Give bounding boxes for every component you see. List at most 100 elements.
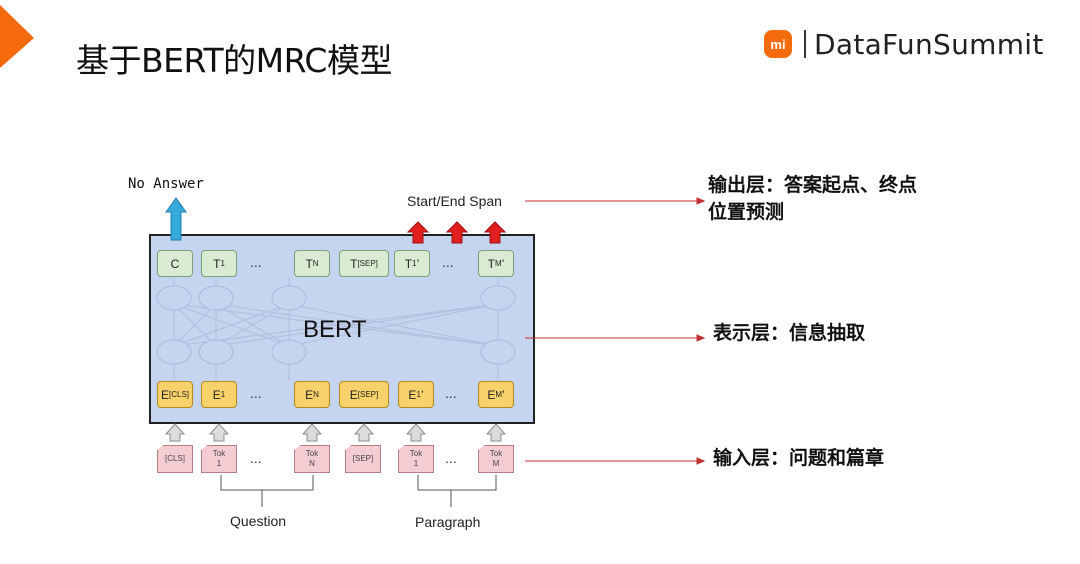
token-line: Tok [489, 449, 503, 458]
ellipsis: ... [445, 385, 457, 401]
hidden-node [156, 339, 192, 365]
bert-label: BERT [303, 316, 367, 343]
paragraph-label: Paragraph [415, 514, 481, 530]
annotation-line: 位置预测 [708, 201, 785, 223]
no-answer-arrow-icon [165, 197, 187, 241]
token-main: C [170, 256, 180, 271]
logo-text: DataFunSummit [814, 27, 1044, 61]
token-main: E [160, 387, 169, 402]
token-sub: M [495, 389, 502, 399]
token-line: Tok [409, 449, 423, 458]
input-token-tok1: Tok 1 [201, 445, 237, 473]
paragraph-bracket [417, 475, 497, 491]
token-line: [SEP] [352, 454, 374, 463]
output-token-c: C [157, 250, 193, 277]
token-sub: N [312, 258, 319, 268]
token-sub: [SEP] [357, 389, 379, 399]
token-prime: ’ [501, 256, 505, 271]
output-token-tsep: T[SEP] [339, 250, 389, 277]
token-prime: ’ [420, 387, 424, 402]
token-main: E [487, 387, 496, 402]
token-line: Tok [305, 449, 319, 458]
token-main: E [408, 387, 417, 402]
token-main: T [487, 256, 495, 271]
token-line: 1 [216, 459, 222, 468]
annotation-line: 输出层：答案起点、终点 [708, 174, 918, 196]
up-arrow-icon [208, 423, 230, 442]
embedding-token-esep: E[SEP] [339, 381, 389, 408]
hidden-node [271, 339, 307, 365]
token-main: E [349, 387, 358, 402]
token-main: T [213, 256, 221, 271]
corner-accent-triangle [0, 5, 34, 68]
token-main: E [305, 387, 314, 402]
input-token-sep: [SEP] [345, 445, 381, 473]
token-sub: 1 [220, 258, 225, 268]
slide-title: 基于BERT的MRC模型 [76, 41, 392, 80]
token-sub: M [495, 258, 502, 268]
hidden-node [480, 339, 516, 365]
span-arrow-icon [406, 221, 430, 244]
hidden-node [198, 285, 234, 311]
question-label: Question [230, 513, 287, 529]
input-token-tokm: Tok M [478, 445, 514, 473]
token-line: 1 [413, 459, 419, 468]
token-prime: ’ [502, 387, 505, 402]
token-line: Tok [212, 449, 226, 458]
segment-brackets [220, 475, 497, 507]
token-main: E [212, 387, 221, 402]
ellipsis: ... [250, 254, 262, 270]
input-token-cls: [CLS] [157, 445, 193, 473]
no-answer-label: No Answer [128, 176, 204, 192]
input-layer-annotation: 输入层：问题和篇章 [713, 445, 884, 472]
embedding-token-cls: E[CLS] [157, 381, 193, 408]
ellipsis: ... [442, 254, 454, 270]
token-line: [CLS] [164, 454, 185, 463]
annotation-line: 表示层：信息抽取 [713, 322, 866, 344]
token-prime: ’ [416, 256, 420, 271]
input-token-tokn: Tok N [294, 445, 330, 473]
brand-logo: mi DataFunSummit [764, 27, 1044, 61]
ellipsis: ... [445, 450, 457, 466]
input-arrows [164, 423, 507, 442]
ellipsis: ... [250, 385, 262, 401]
token-sub: 1 [416, 389, 421, 399]
output-layer-annotation: 输出层：答案起点、终点 位置预测 [708, 172, 917, 226]
hidden-node [271, 285, 307, 311]
up-arrow-icon [301, 423, 323, 442]
token-sub: 1 [412, 258, 417, 268]
span-arrow-icon [445, 221, 469, 244]
ellipsis: ... [250, 450, 262, 466]
token-sub: 1 [220, 389, 226, 399]
hidden-node [480, 285, 516, 311]
up-arrow-icon [405, 423, 427, 442]
span-label: Start/End Span [407, 193, 502, 209]
token-line: N [309, 459, 315, 468]
transformer-connections [156, 278, 516, 380]
representation-layer-annotation: 表示层：信息抽取 [713, 320, 865, 347]
connection-lines [173, 278, 499, 380]
logo-divider [804, 30, 806, 58]
input-token-tok1-prime: Tok 1 [398, 445, 434, 473]
token-main: T [305, 256, 313, 271]
token-main: T [404, 256, 413, 271]
token-sub: N [313, 389, 319, 399]
span-arrow-icon [483, 221, 507, 244]
token-main: T [350, 256, 358, 271]
question-bracket [220, 475, 314, 491]
hidden-unit-nodes [156, 285, 516, 365]
token-sub: [SEP] [357, 258, 378, 268]
up-arrow-icon [164, 423, 186, 442]
up-arrow-icon [353, 423, 375, 442]
token-sub: [CLS] [169, 389, 190, 399]
